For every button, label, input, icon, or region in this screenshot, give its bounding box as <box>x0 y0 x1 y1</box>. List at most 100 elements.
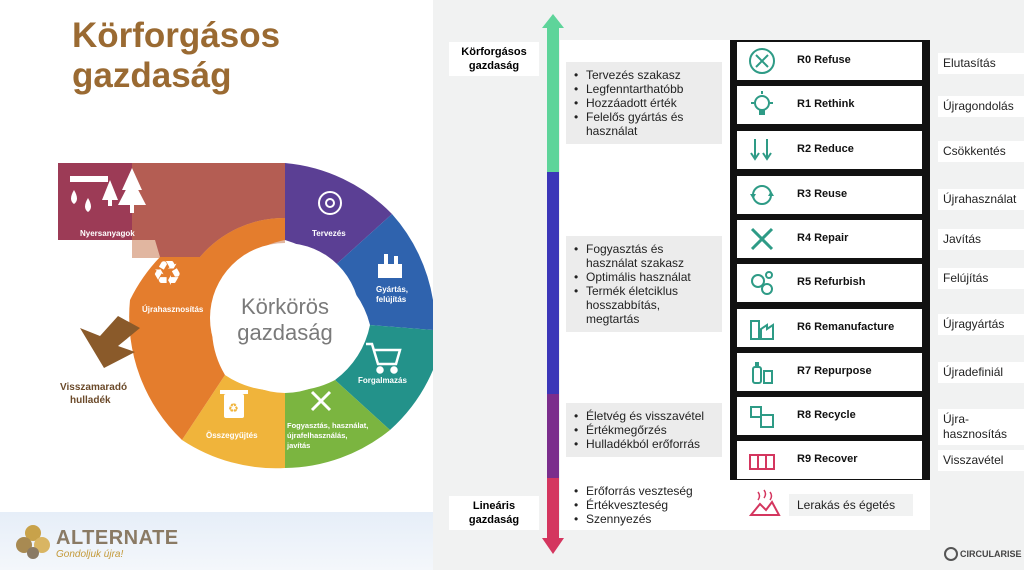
label-osszegyujtes: Összegyűjtés <box>206 431 258 440</box>
svg-text:♻: ♻ <box>228 401 239 415</box>
stage-item: Optimális használat <box>572 270 716 284</box>
residual-label-2: hulladék <box>70 395 111 406</box>
label-tervezes: Tervezés <box>312 229 346 238</box>
hu-label-repair: Javítás <box>938 229 1024 250</box>
recycle-icon: ♻ <box>152 255 182 293</box>
cart-icon <box>366 342 402 374</box>
hu-label-reduce: Csökkentés <box>938 141 1024 162</box>
center-label-2: gazdaság <box>237 320 332 345</box>
r-row-repurpose: R7 Repurpose <box>737 353 922 391</box>
label-forgalmazas: Forgalmazás <box>358 376 407 385</box>
stage-end-of-life: Életvég és visszavétel Értékmegőrzés Hul… <box>566 403 722 457</box>
label-fogyasztas-1: Fogyasztás, használat, <box>287 421 368 430</box>
recover-icon <box>749 454 775 470</box>
down-arrow-icon <box>542 538 564 554</box>
segment-gyartas: Gyártás, felújítás <box>330 214 433 330</box>
center-label-1: Körkörös <box>241 294 329 319</box>
segment-osszegyujtes: ♻ Összegyűjtés <box>182 375 285 469</box>
stage-item: Értékveszteség <box>572 498 716 512</box>
label-gyartas-2: felújítás <box>376 295 407 304</box>
recycle-icon <box>750 406 774 428</box>
title-line-1: Körforgásos <box>72 16 281 55</box>
r-label: R4 Repair <box>797 232 849 244</box>
r-label: R7 Repurpose <box>797 365 872 377</box>
hu-label-recover: Visszavétel <box>938 450 1024 471</box>
segment-fogyasztas: Fogyasztás, használat, újrafelhasználás,… <box>285 380 390 468</box>
hu-label-reuse: Újrahasználat <box>938 189 1024 210</box>
up-arrow-icon <box>542 14 564 28</box>
reuse-icon <box>750 185 774 205</box>
progression-bar <box>542 14 564 554</box>
factory-icon <box>378 254 402 278</box>
tools-icon <box>310 390 332 412</box>
label-fogyasztas-3: javítás <box>286 441 310 450</box>
r-label: R5 Refurbish <box>797 276 866 288</box>
segment-forgalmazas: Forgalmazás <box>335 325 433 430</box>
r-row-recycle: R8 Recycle <box>737 397 922 435</box>
stage-item: Fogyasztás és használat szakasz <box>572 242 716 270</box>
repair-icon <box>750 227 774 251</box>
refurbish-icon <box>751 271 773 295</box>
stage-item: Erőforrás veszteség <box>572 484 716 498</box>
stage-design: Tervezés szakasz Legfenntarthatóbb Hozzá… <box>566 62 722 144</box>
r-label: R2 Reduce <box>797 143 854 155</box>
brand-slogan: Gondoljuk újra! <box>56 549 124 560</box>
hu-label-recycle: Újra- hasznosítás <box>938 409 1024 445</box>
rethink-icon <box>751 91 773 115</box>
circular-economy-label: Körforgásos gazdaság <box>449 42 539 76</box>
remanufacture-icon <box>750 320 774 340</box>
circularise-logo-text: CIRCULARISE <box>960 549 1022 559</box>
circular-economy-wheel: Nyersanyagok Tervezés Gyártás, felújítás <box>58 163 433 469</box>
stage-item: Életvég és visszavétel <box>572 409 716 423</box>
reduce-icon <box>750 139 772 161</box>
hu-label-refuse: Elutasítás <box>938 53 1024 74</box>
r-row-reduce: R2 Reduce <box>737 131 922 169</box>
label-ujrahasznositas: Újrahasznosítás <box>142 305 204 314</box>
r-row-reuse: R3 Reuse <box>737 176 922 214</box>
page-title: Körforgásos gazdaság <box>72 16 280 96</box>
r-label: R8 Recycle <box>797 409 856 421</box>
recycle-bin-icon: ♻ <box>220 390 248 418</box>
segment-tervezes: Tervezés <box>285 163 392 270</box>
r-label: R3 Reuse <box>797 188 848 200</box>
brand-name: ALTERNATE <box>56 527 179 549</box>
wheel-center <box>210 243 360 393</box>
alternate-logo-icon <box>16 525 50 559</box>
label-nyersanyagok: Nyersanyagok <box>80 229 135 238</box>
hu-label-repurpose: Újradefiniál <box>938 362 1024 383</box>
r-row-rethink: R1 Rethink <box>737 86 922 124</box>
label-fogyasztas-2: újrafelhasználás, <box>287 431 347 440</box>
landfill-label: Lerakás és égetés <box>789 494 913 516</box>
residual-waste-arrow <box>80 316 140 368</box>
footer-band <box>0 512 433 570</box>
trees-icon <box>102 168 146 213</box>
stage-item: Szennyezés <box>572 512 716 526</box>
r-row-recover: R9 Recover <box>737 441 922 479</box>
r-row-remanufacture: R6 Remanufacture <box>737 309 922 347</box>
r-row-refurbish: R5 Refurbish <box>737 264 922 302</box>
stage-item: Hozzáadott érték <box>572 96 716 110</box>
water-drops-icon <box>71 190 91 212</box>
label-gyartas-1: Gyártás, <box>376 285 408 294</box>
stage-item: Értékmegőrzés <box>572 423 716 437</box>
hu-label-remanufacture: Újragyártás <box>938 314 1024 335</box>
r-row-repair: R4 Repair <box>737 220 922 258</box>
refuse-icon <box>749 48 775 74</box>
hu-label-rethink: Újragondolás <box>938 96 1024 117</box>
stage-use: Fogyasztás és használat szakasz Optimáli… <box>566 236 722 332</box>
r-label: R9 Recover <box>797 453 858 465</box>
stage-item: Hulladékból erőforrás <box>572 437 716 451</box>
landfill-icon <box>748 489 781 516</box>
hu-label-refurbish: Felújítás <box>938 268 1024 289</box>
title-line-2: gazdaság <box>72 56 232 95</box>
r-label: R6 Remanufacture <box>797 321 895 333</box>
stage-item: Legfenntarthatóbb <box>572 82 716 96</box>
linear-economy-label: Lineáris gazdaság <box>449 496 539 530</box>
r-label: R0 Refuse <box>797 54 851 66</box>
r-row-refuse: R0 Refuse <box>737 42 922 80</box>
left-panel: Körforgásos gazdaság Nyersanyagok <box>0 0 433 570</box>
stage-item: Tervezés szakasz <box>572 68 716 82</box>
stage-item: Felelős gyártás és használat <box>572 110 716 138</box>
segment-ujrahasznositas: ♻ Újrahasznosítás <box>129 217 285 440</box>
repurpose-icon <box>752 362 773 384</box>
